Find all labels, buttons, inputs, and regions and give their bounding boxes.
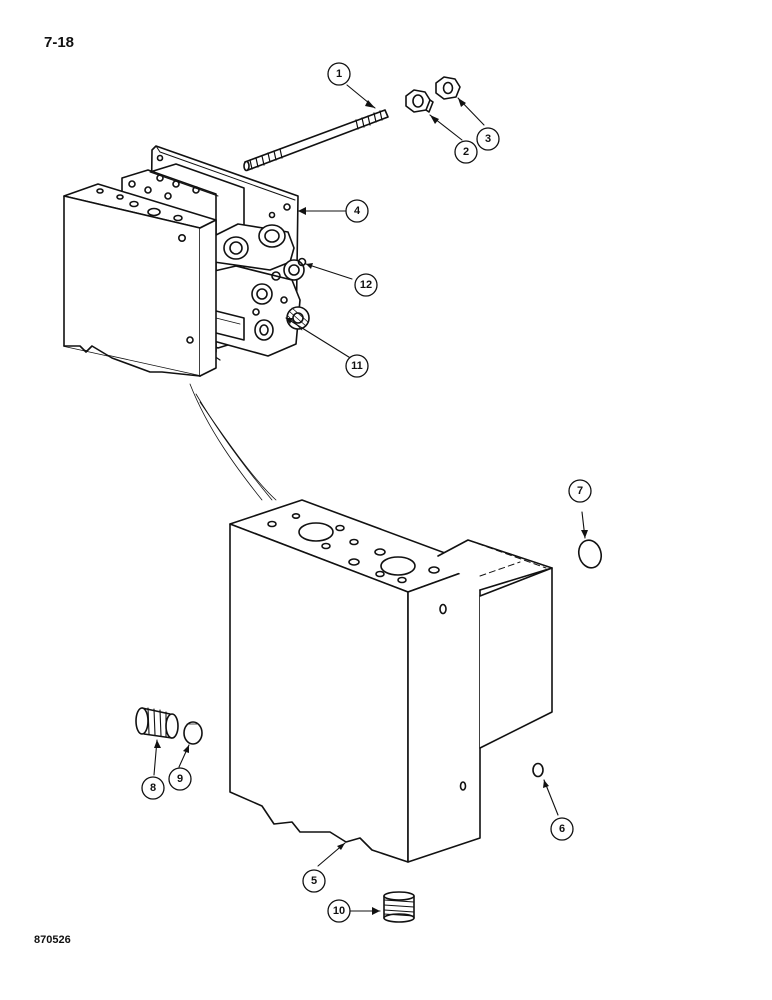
callout-circles: [141, 62, 592, 923]
plug-bottom: [383, 891, 415, 923]
valve-block: [229, 499, 553, 863]
tie-bolt: [243, 109, 389, 172]
view-link-lines: [189, 383, 277, 501]
nut: [435, 76, 461, 100]
o-ring-large: [577, 539, 603, 569]
callout-10: 10: [333, 905, 345, 917]
washer: [405, 89, 434, 113]
control-valve-assembly: [63, 145, 310, 377]
callout-4: 4: [354, 205, 361, 217]
leader-arrowheads: [154, 98, 588, 915]
callout-12: 12: [360, 279, 372, 291]
leader-lines: [153, 84, 586, 912]
callout-6: 6: [559, 823, 565, 835]
callout-7: 7: [577, 485, 583, 497]
callout-5: 5: [311, 875, 317, 887]
callout-1: 1: [336, 68, 342, 80]
callout-11: 11: [351, 360, 363, 372]
callout-9: 9: [177, 773, 183, 785]
callout-8: 8: [150, 782, 156, 794]
callout-3: 3: [485, 133, 491, 145]
callout-2: 2: [463, 146, 469, 158]
plug-threaded: [135, 707, 179, 739]
figure-code: 870526: [34, 934, 71, 946]
page-number: 7-18: [44, 34, 75, 51]
o-ring-small: [532, 762, 544, 778]
plug-cap: [183, 721, 203, 745]
